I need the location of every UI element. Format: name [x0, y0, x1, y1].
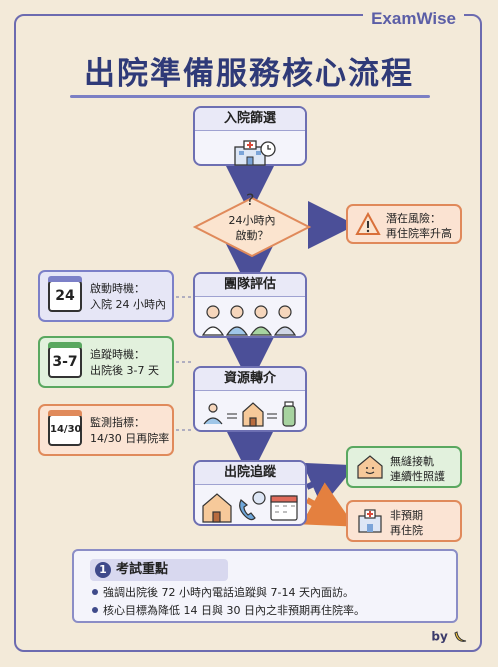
side-note-followup-timing: 3-7 追蹤時機： 出院後 3-7 天	[38, 336, 174, 388]
happy-home-icon	[357, 455, 383, 479]
exam-bullet-2: 核心目標為降低 14 日與 30 日內之非預期再住院率。	[92, 604, 365, 618]
step-discharge-followup: 出院追蹤	[193, 460, 307, 526]
question-icon: ?	[246, 190, 255, 209]
warning-icon	[355, 212, 381, 235]
exam-header: 1 考試重點	[90, 559, 228, 581]
byline: by	[431, 629, 468, 645]
arrow-followup-to-seamless	[302, 462, 356, 507]
step-screening-label: 入院篩選	[195, 108, 305, 131]
hospital-icon	[234, 140, 276, 166]
calendar-24-icon: 24	[48, 276, 82, 312]
decision-line2: 啟動？	[235, 229, 269, 242]
side-note-1-value: 入院 24 小時內	[90, 298, 166, 311]
risk-box: 潛在風險： 再住院率升高	[346, 204, 462, 244]
side-note-2-value: 出院後 3-7 天	[90, 364, 159, 377]
outcome-1-line2: 連續性照護	[390, 470, 445, 483]
step-followup-label: 出院追蹤	[195, 462, 305, 485]
side-note-1-label: 啟動時機：	[90, 282, 145, 295]
page-title: 出院準備服務核心流程	[84, 56, 414, 92]
page-frame	[14, 14, 482, 652]
step-screening: 入院篩選	[193, 106, 307, 166]
referral-icon	[203, 401, 296, 427]
side-note-monitor-indicator: 14/30 監測指標： 14/30 日再院率	[38, 404, 174, 456]
hospital-readmit-icon	[358, 509, 382, 533]
step-team-assessment: 團隊評估	[193, 272, 307, 338]
title-underline	[70, 95, 430, 98]
exam-number-badge: 1	[95, 562, 111, 578]
outcome-1-line1: 無縫接軌	[390, 455, 434, 468]
banana-icon	[454, 631, 467, 642]
exam-key-points: 1 考試重點 強調出院後 72 小時內電話追蹤與 7-14 天內面訪。 核心目標…	[72, 549, 458, 623]
risk-line2: 再住院率升高	[386, 227, 452, 240]
exam-bullet-1: 強調出院後 72 小時內電話追蹤與 7-14 天內面訪。	[92, 586, 354, 600]
risk-line1: 潛在風險：	[386, 212, 441, 225]
step-resource-label: 資源轉介	[195, 368, 305, 391]
side-note-3-value: 14/30 日再院率	[90, 432, 170, 445]
side-dotted-connectors	[176, 296, 192, 431]
outcome-seamless-care: 無縫接軌 連續性照護	[346, 446, 462, 488]
care-team-icon	[201, 305, 297, 336]
calendar-14-30-icon: 14/30	[48, 410, 82, 446]
decision-diamond: ? 24小時內 啟動？	[193, 190, 311, 258]
decision-line1: 24小時內	[228, 214, 276, 227]
outcome-2-line2: 再住院	[390, 524, 423, 537]
outcome-2-line1: 非預期	[390, 509, 423, 522]
exam-accent-bar	[40, 549, 48, 623]
side-note-start-timing: 24 啟動時機： 入院 24 小時內	[38, 270, 174, 322]
outcome-unplanned-readmission: 非預期 再住院	[346, 500, 462, 542]
exam-title: 考試重點	[116, 562, 169, 577]
step-resource-referral: 資源轉介	[193, 366, 307, 432]
step-team-label: 團隊評估	[195, 274, 305, 297]
side-note-2-label: 追蹤時機：	[90, 348, 145, 361]
calendar-3-7-icon: 3-7	[48, 342, 82, 378]
side-note-3-label: 監測指標：	[90, 416, 145, 429]
arrow-followup-to-readmit	[301, 482, 355, 527]
home-phone-calendar-icon	[202, 491, 298, 523]
brand-logo: ExamWise	[363, 9, 464, 29]
decision-shape	[193, 196, 311, 258]
